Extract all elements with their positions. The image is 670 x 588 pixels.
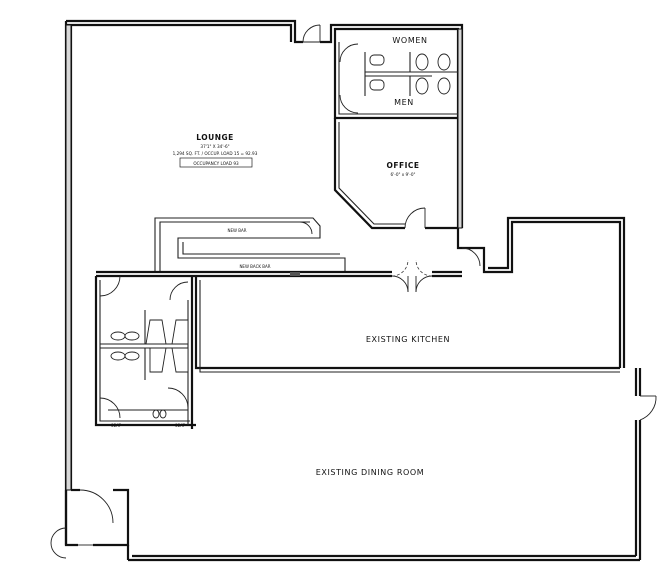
- kitchen-label: EXISTING KITCHEN: [366, 335, 450, 344]
- bar: [154, 217, 346, 272]
- back-bar-wall: [96, 259, 462, 293]
- office-walls: [333, 118, 481, 267]
- office-dims: 6'-0" x 9'-0": [391, 172, 416, 177]
- dining-label: EXISTING DINING ROOM: [316, 468, 425, 477]
- office-label: OFFICE: [386, 161, 419, 170]
- women-label: WOMEN: [392, 36, 427, 45]
- seat-right-label: SEAT: [175, 423, 185, 428]
- men-label: MEN: [394, 98, 414, 107]
- restroom-block-top: [333, 42, 458, 120]
- occupancy-load: OCCUPANCY LOAD 93: [193, 161, 239, 166]
- lounge-label: LOUNGE: [196, 133, 234, 142]
- exterior-walls: [64, 19, 642, 562]
- entry-door-top: [302, 24, 321, 43]
- vestibule-door: [50, 489, 114, 559]
- new-back-bar-label: NEW BACK BAR: [239, 264, 270, 269]
- seat-left-label: SEAT: [111, 423, 121, 428]
- dining-side-door: [639, 395, 657, 421]
- restroom-block-left: [94, 275, 196, 429]
- kitchen-walls: [194, 276, 620, 373]
- occupancy-box: [179, 157, 253, 168]
- lounge-area: 1,294 SQ. FT. / OCCUP. LOAD 15 = 92.93: [173, 151, 258, 156]
- new-bar-label: NEW BAR: [227, 228, 246, 233]
- labels: LOUNGE 37'1" X 34'-6" 1,294 SQ. FT. / OC…: [111, 36, 450, 477]
- lounge-dims: 37'1" X 34'-6": [200, 144, 229, 149]
